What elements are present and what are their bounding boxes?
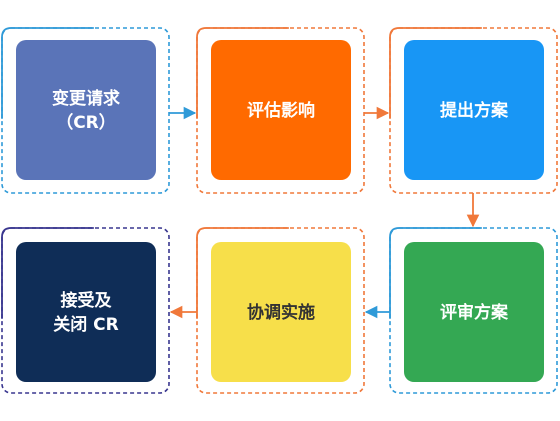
step-label-line: 关闭 CR	[53, 314, 119, 335]
step-box-1: 变更请求 （CR）	[16, 40, 156, 180]
step-frame-2	[196, 27, 365, 194]
step-box-fill	[211, 242, 351, 382]
step-frame-5	[196, 227, 365, 394]
step-frames	[1, 27, 558, 394]
step-box-5: 协调实施	[211, 242, 351, 382]
step-label-line: 评审方案	[440, 302, 509, 323]
step-frame-3	[389, 27, 558, 194]
step-box-4: 评审方案	[404, 242, 544, 382]
step-label-line: 协调实施	[247, 302, 315, 323]
step-label-line: （CR）	[56, 112, 116, 133]
step-label-line: 变更请求	[52, 88, 120, 109]
step-box-fill	[16, 242, 156, 382]
step-frame-4	[389, 227, 558, 394]
step-box-3: 提出方案	[404, 40, 544, 180]
step-frame-1	[1, 27, 170, 194]
step-box-fill	[211, 40, 351, 180]
step-frame-6	[1, 227, 170, 394]
step-box-fill	[404, 242, 544, 382]
step-box-2: 评估影响	[211, 40, 351, 180]
step-box-fill	[16, 40, 156, 180]
step-label-line: 接受及	[61, 290, 113, 311]
flow-arrows	[169, 106, 480, 319]
step-label-line: 提出方案	[440, 100, 509, 121]
step-box-fill	[404, 40, 544, 180]
step-label-line: 评估影响	[247, 100, 315, 121]
